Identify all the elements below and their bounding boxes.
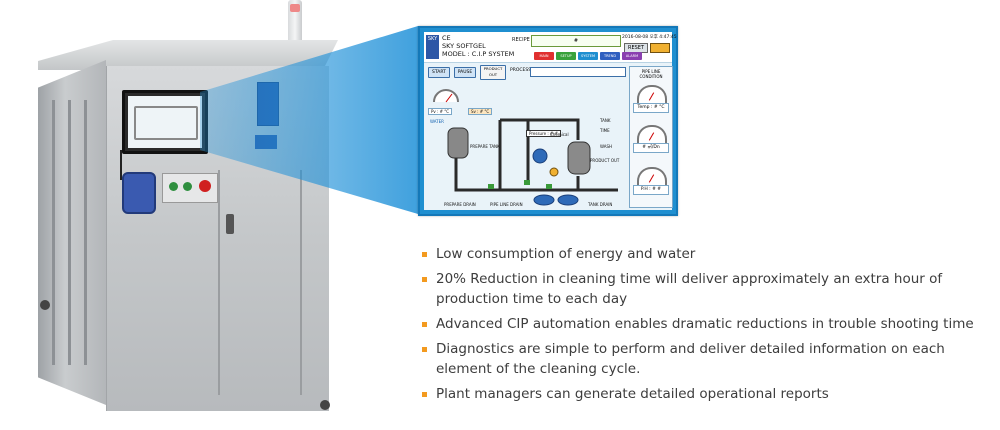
door-seam	[218, 170, 220, 395]
prepare-tank-label: PREPARE TANK	[470, 144, 500, 149]
ph-readout: P.H : # #	[633, 185, 669, 195]
pipe-line-drain-label: PIPE LINE DRAIN	[490, 202, 523, 207]
wash-label: WASH	[600, 144, 613, 149]
datetime: 2016-08-08 오후 4:47:45	[622, 35, 677, 40]
sky-logo-icon: SKY	[426, 35, 439, 59]
process-field	[530, 67, 626, 77]
feature-item: Low consumption of energy and water	[420, 244, 990, 264]
control-buttons-panel	[162, 173, 218, 203]
feature-item: Plant managers can generate detailed ope…	[420, 384, 990, 404]
brand-name: SKY SOFTGEL	[442, 42, 486, 50]
bullet-icon	[422, 392, 427, 397]
warning-plate	[255, 135, 277, 149]
emergency-stop-icon	[199, 180, 211, 192]
tank-drain-label: TANK DRAIN	[588, 202, 613, 207]
green-knob-icon	[169, 182, 178, 191]
caster-wheel-icon	[320, 400, 330, 410]
temp-readout: Temp : # °C	[633, 103, 669, 113]
tab-alarm[interactable]: ALARM	[622, 52, 642, 60]
process-label: PROCESS	[510, 68, 532, 73]
process-diagram	[433, 89, 618, 206]
product-out-button[interactable]: PRODUCT OUT	[480, 65, 506, 80]
cable	[120, 150, 130, 180]
green-knob-icon	[183, 182, 192, 191]
tab-trend[interactable]: TREND	[600, 52, 620, 60]
start-button[interactable]: START	[428, 67, 450, 78]
door-seam	[300, 170, 302, 395]
pv-readout: Pv : # °C	[428, 108, 453, 115]
recipe-field[interactable]: #	[531, 35, 621, 47]
bullet-icon	[422, 252, 427, 257]
ph-gauge-icon	[637, 167, 667, 185]
product-out-label: PRODUCT OUT	[590, 158, 620, 163]
brand-ce: CE	[442, 34, 451, 42]
temp-gauge-icon	[637, 85, 667, 103]
caster-wheel-icon	[40, 300, 50, 310]
tab-system[interactable]: SYSTEM	[578, 52, 598, 60]
tank-label: TANK	[600, 118, 611, 123]
chemical-label: Chemical	[550, 132, 569, 137]
cabinet-side	[38, 60, 106, 405]
flow-readout: # ㎥/Dn	[633, 143, 669, 153]
brand-model: MODEL : C.I.P SYSTEM	[442, 50, 515, 58]
cip-machine-illustration	[0, 0, 400, 430]
tab-setup[interactable]: SETUP	[556, 52, 576, 60]
bullet-icon	[422, 347, 427, 352]
water-label: WATER	[430, 119, 444, 124]
pipe-line-condition-panel: PIPE LINE CONDITION Temp : # °C # ㎥/Dn P…	[629, 66, 673, 208]
feature-item: Diagnostics are simple to perform and de…	[420, 339, 990, 379]
time-label: TIME	[600, 128, 610, 133]
tab-main[interactable]: MAIN	[534, 52, 554, 60]
pressure-readout: Pressure : # #	[526, 130, 561, 137]
hmi-header: SKY CE SKY SOFTGEL MODEL : C.I.P SYSTEM …	[424, 32, 677, 63]
feature-list: Low consumption of energy and water 20% …	[420, 244, 990, 409]
feature-item: Advanced CIP automation enables dramatic…	[420, 314, 990, 334]
controller-unit	[122, 172, 156, 214]
door-handle	[226, 214, 234, 234]
machine-touchscreen	[122, 90, 208, 154]
pipe-line-title: PIPE LINE CONDITION	[639, 69, 663, 79]
feature-item: 20% Reduction in cleaning time will deli…	[420, 269, 990, 309]
sv-readout: Sv : # °C	[468, 108, 493, 115]
brand-plate	[257, 82, 279, 126]
alarm-indicator-icon[interactable]	[650, 43, 670, 53]
recipe-label: RECIPE :	[512, 37, 534, 43]
bullet-icon	[422, 277, 427, 282]
bullet-icon	[422, 322, 427, 327]
flow-gauge-icon	[637, 125, 667, 143]
exhaust-pipe	[288, 0, 302, 42]
pause-button[interactable]: PAUSE	[454, 67, 476, 78]
hmi-screen-zoom: SKY CE SKY SOFTGEL MODEL : C.I.P SYSTEM …	[418, 26, 678, 216]
prepare-drain-label: PREPARE DRAIN	[444, 202, 476, 207]
